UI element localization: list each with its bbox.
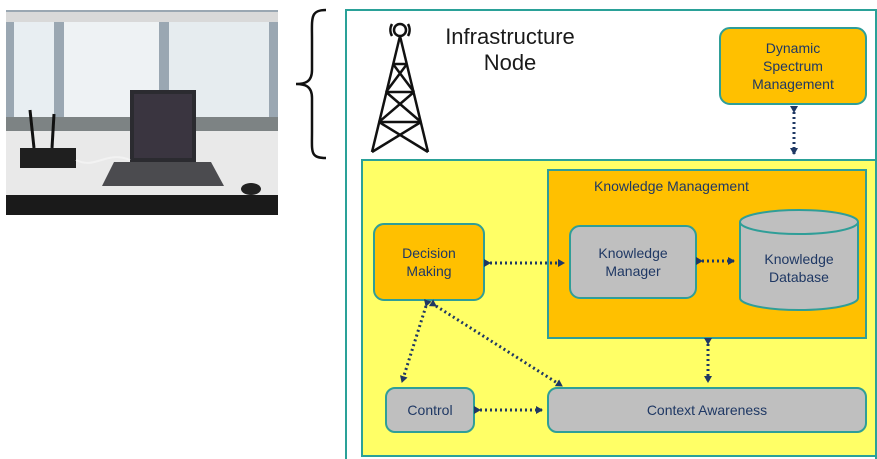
dynamic-spectrum-box: [719, 27, 867, 105]
infrastructure-node-line1: Infrastructure: [445, 24, 575, 49]
dsm-line3: Management: [752, 76, 834, 92]
dm-line2: Making: [406, 263, 452, 279]
kdb-line2: Database: [769, 269, 829, 285]
control-label: Control: [407, 402, 453, 418]
knowledge-manager-label: Knowledge Manager: [570, 226, 696, 298]
knowledge-management-title: Knowledge Management: [594, 178, 749, 194]
curly-brace: [295, 8, 327, 160]
context-awareness-label: Context Awareness: [646, 402, 768, 418]
dsm-line1: Dynamic: [765, 40, 821, 56]
hardware-photo: [6, 10, 278, 215]
context-awareness-box: [547, 387, 867, 433]
dynamic-spectrum-label: Dynamic Spectrum Management: [720, 28, 866, 104]
kdb-line1: Knowledge: [764, 251, 834, 267]
knowledge-database-cylinder: [739, 209, 859, 311]
arrow-decision-control: [399, 299, 432, 383]
km-line2: Manager: [605, 263, 661, 279]
km-line1: Knowledge: [598, 245, 668, 261]
radio-tower-icon: [370, 22, 430, 154]
dm-line1: Decision: [402, 245, 456, 261]
dsm-line2: Spectrum: [763, 58, 823, 74]
infrastructure-node-line2: Node: [483, 50, 537, 75]
infrastructure-node-label: Infrastructure Node: [430, 24, 590, 76]
knowledge-database-label: Knowledge Database: [740, 240, 858, 296]
decision-making-label: Decision Making: [374, 224, 484, 300]
